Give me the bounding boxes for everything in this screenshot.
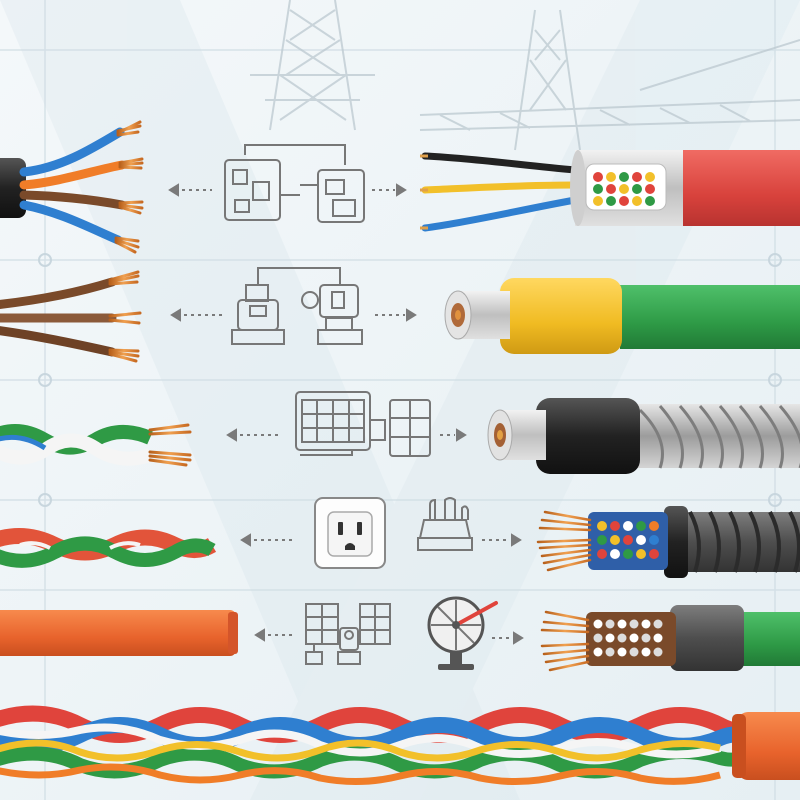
plug-icon [417,497,473,551]
flat-orange-cable [0,610,238,656]
satellite-dish-icon [427,596,498,670]
multicolor-twisted-bundle [0,705,800,786]
three-wire-brown-cable [0,270,142,363]
twisted-pair-red-green [0,528,217,568]
background-nodes [38,253,782,507]
arrow-icon [375,308,417,322]
arrow-icon [440,428,467,442]
arrow-icon [226,428,282,442]
arrow-icon [372,183,407,197]
arrow-icon [492,631,524,645]
four-wire-power-cable [0,120,144,254]
arrow-icon [170,308,222,322]
circuit-board-icon [224,144,365,223]
arrow-icon [254,628,296,642]
transmission-tower-icon [250,0,800,151]
multi-core-cable-red-jacket [420,150,800,232]
solar-panel-icon [295,391,431,457]
robot-arm-icon [231,267,363,345]
power-outlet-icon [314,497,386,569]
arrow-icon [482,533,522,547]
twisted-pair-green-white [0,423,192,467]
coaxial-steel-braid-cable [487,398,800,474]
multi-core-twisted-gray-cable [536,506,800,578]
multi-core-green-jacket-cable [538,605,800,672]
coaxial-cable-yellow-green [444,278,800,354]
arrow-icon [168,183,212,197]
solar-panel-icon [305,603,391,665]
arrow-icon [240,533,296,547]
